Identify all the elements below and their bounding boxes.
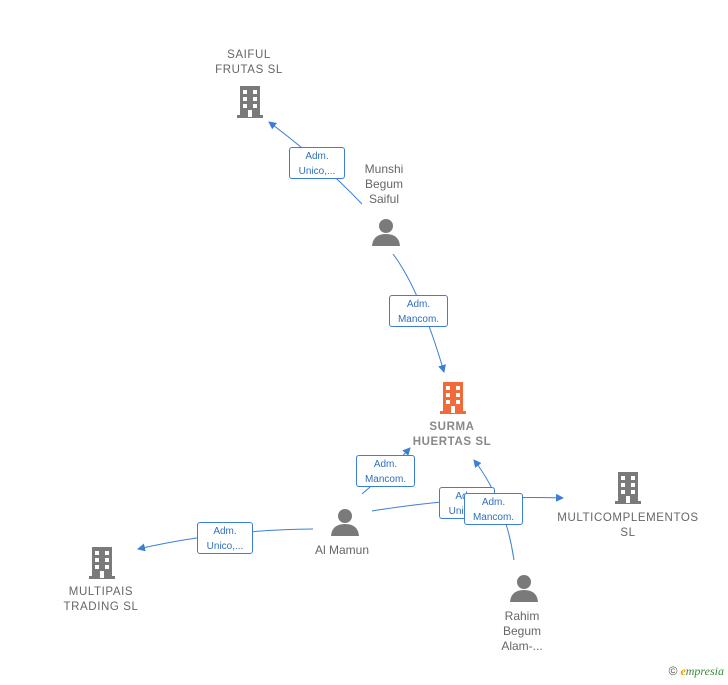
- edge-label-almamun-multipais[interactable]: Adm. Unico,...: [197, 522, 253, 554]
- edge-label-almamun-surma[interactable]: Adm. Mancom.: [356, 455, 415, 487]
- company-label-multipais[interactable]: MULTIPAIS TRADING SL: [63, 586, 139, 613]
- edge-label-rahim-surma[interactable]: Adm. Mancom.: [464, 493, 523, 525]
- building-icon-surma[interactable]: [438, 380, 468, 414]
- building-icon-multipais[interactable]: [87, 545, 117, 579]
- person-label-rahim[interactable]: Rahim Begum Alam-...: [501, 609, 543, 653]
- person-icon-almamun[interactable]: [330, 507, 360, 537]
- brand-text: mpresia: [685, 664, 724, 678]
- building-icon-saiful[interactable]: [235, 84, 265, 118]
- person-label-munshi[interactable]: Munshi Begum Saiful: [364, 162, 404, 206]
- building-icon-multicomplementos[interactable]: [613, 470, 643, 504]
- person-label-almamun[interactable]: Al Mamun: [314, 543, 370, 557]
- company-label-multicomplementos[interactable]: MULTICOMPLEMENTOS SL: [557, 512, 699, 539]
- empresia-logo[interactable]: ©empresia: [669, 664, 724, 679]
- company-label-saiful[interactable]: SAIFUL FRUTAS SL: [215, 49, 283, 76]
- edge-label-munshi-surma[interactable]: Adm. Mancom.: [389, 295, 448, 327]
- copyright-symbol: ©: [668, 664, 678, 678]
- edge-label-munshi-saiful[interactable]: Adm. Unico,...: [289, 147, 345, 179]
- person-icon-rahim[interactable]: [509, 573, 539, 603]
- company-label-surma[interactable]: SURMA HUERTAS SL: [412, 421, 492, 448]
- person-icon-munshi[interactable]: [371, 217, 401, 247]
- brand-initial: e: [680, 664, 686, 678]
